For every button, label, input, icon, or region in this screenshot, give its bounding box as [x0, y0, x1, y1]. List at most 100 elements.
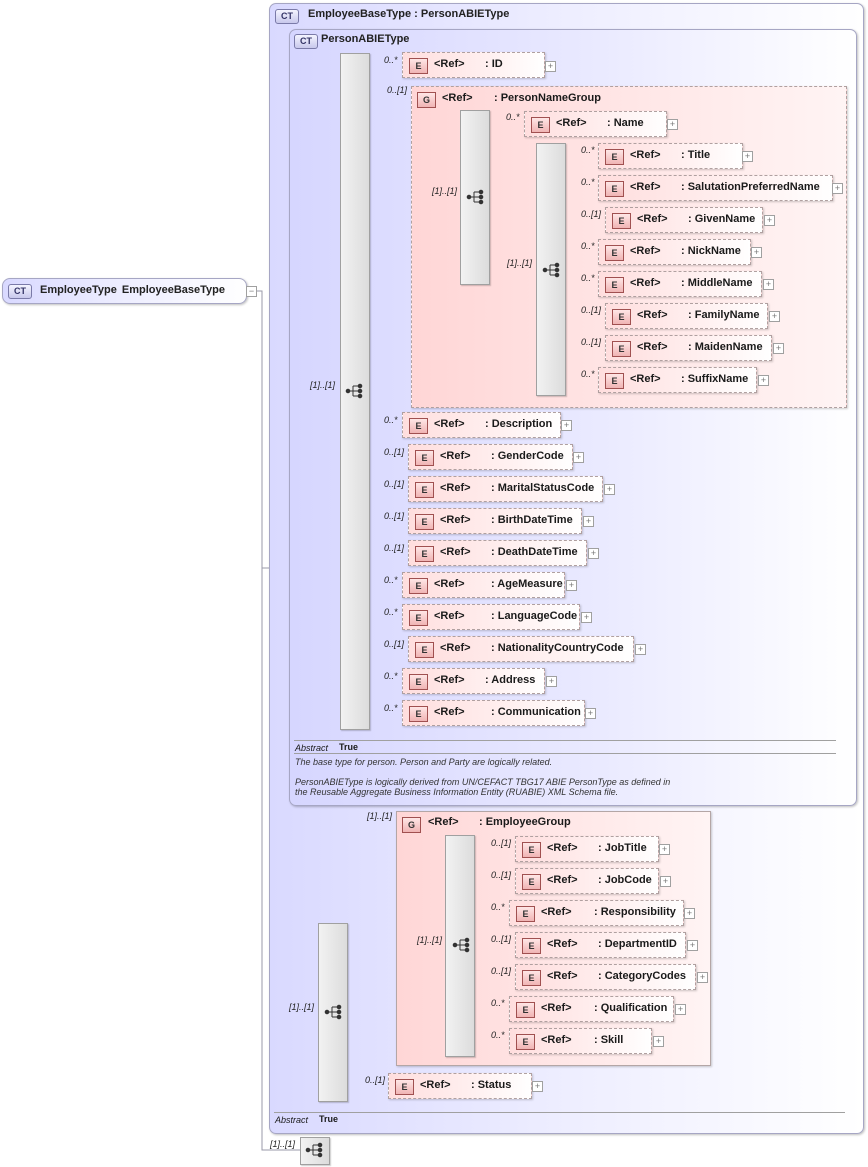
expand-icon[interactable]: + — [545, 61, 556, 72]
element-name: : Responsibility — [594, 906, 676, 918]
expand-icon[interactable]: + — [635, 644, 646, 655]
expand-icon[interactable]: + — [764, 215, 775, 226]
element-badge: E — [605, 373, 624, 389]
element-name: : GivenName — [688, 213, 756, 225]
employee-base-name: EmployeeBaseType — [308, 8, 412, 20]
element-nick-name[interactable]: E <Ref> : NickName — [598, 239, 751, 265]
expand-icon[interactable]: + — [773, 343, 784, 354]
expand-icon[interactable]: + — [687, 940, 698, 951]
complex-type-badge: CT — [294, 34, 318, 49]
element-badge: E — [605, 181, 624, 197]
element-name: : MaritalStatusCode — [491, 482, 595, 494]
element-name-node[interactable]: E <Ref> : Name — [524, 111, 667, 137]
element-gender-code[interactable]: E <Ref> : GenderCode — [408, 444, 573, 470]
expand-icon[interactable]: + — [763, 279, 774, 290]
sequence-icon — [542, 262, 560, 278]
element-description[interactable]: E <Ref> : Description — [402, 412, 561, 438]
element-age-measure[interactable]: E <Ref> : AgeMeasure — [402, 572, 565, 598]
element-marital-status-code[interactable]: E <Ref> : MaritalStatusCode — [408, 476, 603, 502]
cardinality-label: 0..* — [581, 177, 595, 187]
element-name: : Name — [607, 117, 644, 129]
expand-icon[interactable]: + — [667, 119, 678, 130]
expand-icon[interactable]: + — [769, 311, 780, 322]
cardinality-label: 0..* — [491, 998, 505, 1008]
ref-label: <Ref> — [428, 816, 459, 828]
expand-icon[interactable]: + — [742, 151, 753, 162]
element-badge: E — [395, 1079, 414, 1095]
expand-icon[interactable]: + — [675, 1004, 686, 1015]
ref-label: <Ref> — [541, 1034, 572, 1046]
element-qualification[interactable]: E <Ref> : Qualification — [509, 996, 674, 1022]
element-badge: E — [415, 546, 434, 562]
ref-label: <Ref> — [434, 674, 465, 686]
expand-icon[interactable]: + — [684, 908, 695, 919]
element-badge: E — [516, 906, 535, 922]
element-nationality-country-code[interactable]: E <Ref> : NationalityCountryCode — [408, 636, 634, 662]
ref-label: <Ref> — [434, 578, 465, 590]
element-communication[interactable]: E <Ref> : Communication — [402, 700, 585, 726]
cardinality-label: 0..[1] — [491, 870, 512, 880]
documentation-line: the Reusable Aggregate Business Informat… — [295, 787, 619, 797]
sequence-icon — [452, 937, 470, 953]
element-middle-name[interactable]: E <Ref> : MiddleName — [598, 271, 762, 297]
expand-icon[interactable]: + — [660, 876, 671, 887]
employee-type-node[interactable]: CT EmployeeType EmployeeBaseType — [2, 278, 247, 304]
ref-label: <Ref> — [434, 58, 465, 70]
element-job-title[interactable]: E <Ref> : JobTitle — [515, 836, 659, 862]
ref-label: <Ref> — [547, 970, 578, 982]
cardinality-label: [1]..[1] — [270, 1139, 296, 1149]
cardinality-label: 0..[1] — [384, 543, 405, 553]
element-birth-date-time[interactable]: E <Ref> : BirthDateTime — [408, 508, 582, 534]
cardinality-label: 0..[1] — [384, 479, 405, 489]
cardinality-label: 0..[1] — [491, 934, 512, 944]
ref-label: <Ref> — [434, 418, 465, 430]
element-maiden-name[interactable]: E <Ref> : MaidenName — [605, 335, 772, 361]
expand-icon[interactable]: + — [758, 375, 769, 386]
element-given-name[interactable]: E <Ref> : GivenName — [605, 207, 763, 233]
element-name: : BirthDateTime — [491, 514, 573, 526]
element-id[interactable]: E <Ref> : ID — [402, 52, 545, 78]
expand-icon[interactable]: + — [546, 676, 557, 687]
expand-icon[interactable]: + — [566, 580, 577, 591]
sequence-icon — [345, 383, 363, 399]
complex-type-badge: CT — [275, 9, 299, 24]
element-badge: E — [522, 970, 541, 986]
expand-icon[interactable]: + — [751, 247, 762, 258]
expand-icon[interactable]: + — [653, 1036, 664, 1047]
element-name: : FamilyName — [688, 309, 760, 321]
expand-icon[interactable]: + — [561, 420, 572, 431]
cardinality-label: 0..[1] — [365, 1075, 386, 1085]
element-title[interactable]: E <Ref> : Title — [598, 143, 743, 169]
expand-icon[interactable]: + — [583, 516, 594, 527]
expand-icon[interactable]: + — [573, 452, 584, 463]
expand-icon[interactable]: + — [604, 484, 615, 495]
element-name: : Address — [485, 674, 536, 686]
element-responsibility[interactable]: E <Ref> : Responsibility — [509, 900, 684, 926]
element-status[interactable]: E <Ref> : Status — [388, 1073, 532, 1099]
element-skill[interactable]: E <Ref> : Skill — [509, 1028, 652, 1054]
element-suffix-name[interactable]: E <Ref> : SuffixName — [598, 367, 757, 393]
element-department-id[interactable]: E <Ref> : DepartmentID — [515, 932, 686, 958]
expand-icon[interactable]: + — [585, 708, 596, 719]
expand-icon[interactable]: + — [697, 972, 708, 983]
cardinality-label: 0..* — [384, 703, 398, 713]
element-badge: E — [605, 149, 624, 165]
ref-label: <Ref> — [440, 546, 471, 558]
element-category-codes[interactable]: E <Ref> : CategoryCodes — [515, 964, 696, 990]
expand-icon[interactable]: + — [832, 183, 843, 194]
expand-icon[interactable]: + — [581, 612, 592, 623]
element-salutation[interactable]: E <Ref> : SalutationPreferredName — [598, 175, 833, 201]
cardinality-label: 0..[1] — [491, 966, 512, 976]
element-address[interactable]: E <Ref> : Address — [402, 668, 545, 694]
element-death-date-time[interactable]: E <Ref> : DeathDateTime — [408, 540, 587, 566]
expand-icon[interactable]: + — [588, 548, 599, 559]
ref-label: <Ref> — [637, 213, 668, 225]
expand-icon[interactable]: + — [659, 844, 670, 855]
expand-icon[interactable]: + — [532, 1081, 543, 1092]
cardinality-label: 0..[1] — [581, 305, 602, 315]
element-family-name[interactable]: E <Ref> : FamilyName — [605, 303, 768, 329]
sequence-compositor[interactable] — [300, 1137, 330, 1165]
element-job-code[interactable]: E <Ref> : JobCode — [515, 868, 659, 894]
element-language-code[interactable]: E <Ref> : LanguageCode — [402, 604, 580, 630]
collapse-icon[interactable]: − — [246, 286, 257, 297]
